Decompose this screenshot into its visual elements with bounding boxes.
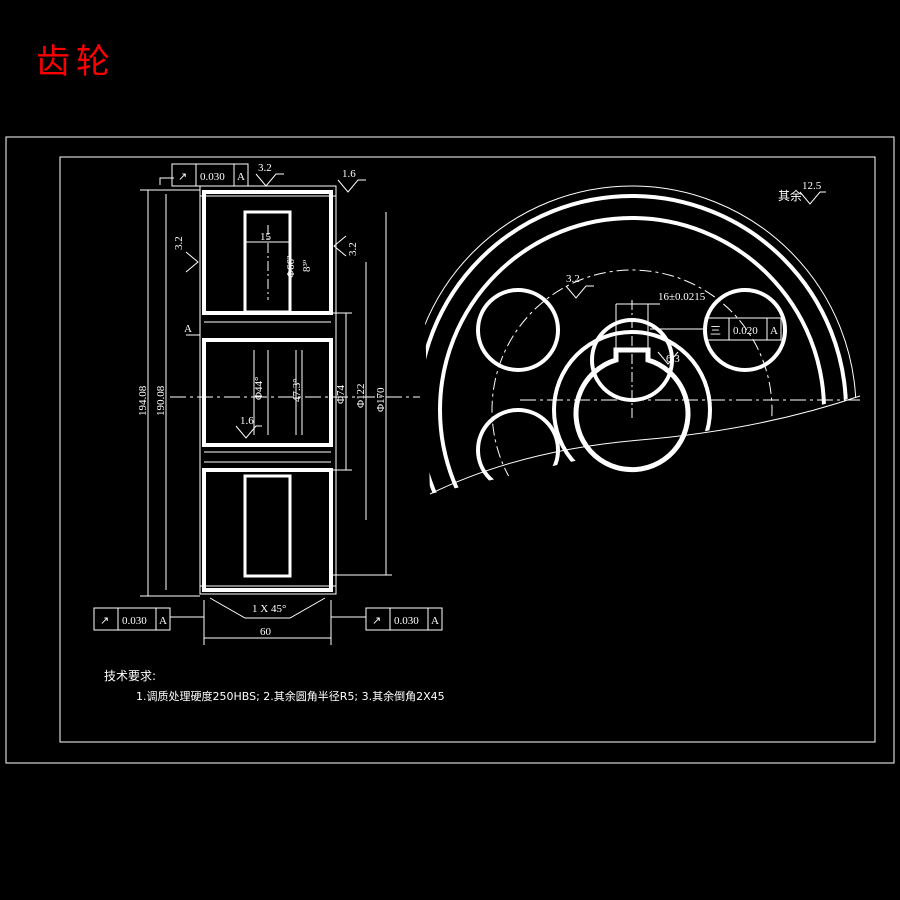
- notes-heading: 技术要求:: [104, 669, 156, 683]
- roughness-left-face: 3.2: [173, 236, 185, 250]
- tolerance-frame-top: [171, 163, 249, 187]
- roughness-bore: 1.6: [240, 415, 254, 427]
- tol-bl-value: 0.030: [122, 615, 147, 627]
- dim-hub-hole: Φ66³: [285, 255, 297, 278]
- tol-bl-symbol: ↗: [100, 615, 109, 627]
- lower-web-pocket: [243, 474, 292, 578]
- roughness-keyway-bottom: 6.3: [666, 353, 680, 365]
- dim-hub-hole-2: 8³º: [301, 259, 313, 272]
- dim-rim-width: 15: [260, 231, 272, 243]
- dim-web-dia: Φ122: [355, 383, 367, 408]
- notes-text: 1.调质处理硬度250HBS; 2.其余圆角半径R5; 3.其余倒角2X45: [136, 689, 445, 703]
- tolerance-frame-keyway: [650, 317, 782, 341]
- hub-section: [202, 338, 333, 447]
- tol-bl-datum: A: [159, 615, 167, 627]
- dim-keyway-width: 16±0.0215: [658, 291, 706, 303]
- tol-top-value: 0.030: [200, 171, 225, 183]
- roughness-keyway-side: 3.2: [566, 273, 580, 285]
- section-view: [170, 185, 420, 595]
- web-hole-left: [476, 288, 560, 372]
- tol-top-datum: A: [237, 171, 245, 183]
- hole-pitch-circle: [491, 269, 773, 494]
- tol-br-symbol: ↗: [372, 615, 381, 627]
- roughness-rest-value: 12.5: [802, 180, 822, 192]
- dim-bore-dia: Φ44°: [253, 377, 265, 400]
- roughness-top-face: 3.2: [258, 162, 272, 174]
- page-title: 齿轮: [36, 42, 116, 82]
- upper-web-pocket: [243, 210, 292, 314]
- outer-border: [5, 136, 895, 764]
- roughness-right-face: 3.2: [347, 242, 359, 256]
- section-dimensions: [140, 177, 392, 645]
- dim-tip-dia: 194.08: [137, 385, 149, 416]
- tol-keyway-datum: A: [770, 325, 778, 337]
- dim-chamfer: 1 X 45°: [252, 603, 286, 615]
- tolerance-frame-bottom-right: [365, 607, 443, 631]
- web-hole-bottom: [476, 408, 560, 492]
- roughness-symbols-section: [185, 173, 366, 439]
- tol-keyway-value: 0.020: [733, 325, 758, 337]
- inner-border: [59, 156, 876, 743]
- dim-face-width: 60: [260, 626, 272, 638]
- bore-keyway: [429, 191, 861, 495]
- lower-rim: [202, 468, 333, 592]
- tol-top-symbol: ↗: [178, 171, 187, 183]
- tolerance-frame-bottom-left: [93, 607, 171, 631]
- tol-br-datum: A: [431, 615, 439, 627]
- datum-symbol: A: [184, 323, 192, 335]
- dim-hub-dia: Φ74: [335, 384, 347, 404]
- roughness-top-right: 1.6: [342, 168, 356, 180]
- dim-bore-depth: 47.3°: [291, 378, 303, 402]
- roughness-rest-label: 其余: [778, 188, 802, 203]
- tol-br-value: 0.030: [394, 615, 419, 627]
- gear-outline: [199, 185, 337, 595]
- dim-root-dia: Φ170: [375, 387, 387, 412]
- tol-keyway-symbol: 三: [710, 324, 721, 337]
- dim-pitch-dia: 190.08: [155, 385, 167, 416]
